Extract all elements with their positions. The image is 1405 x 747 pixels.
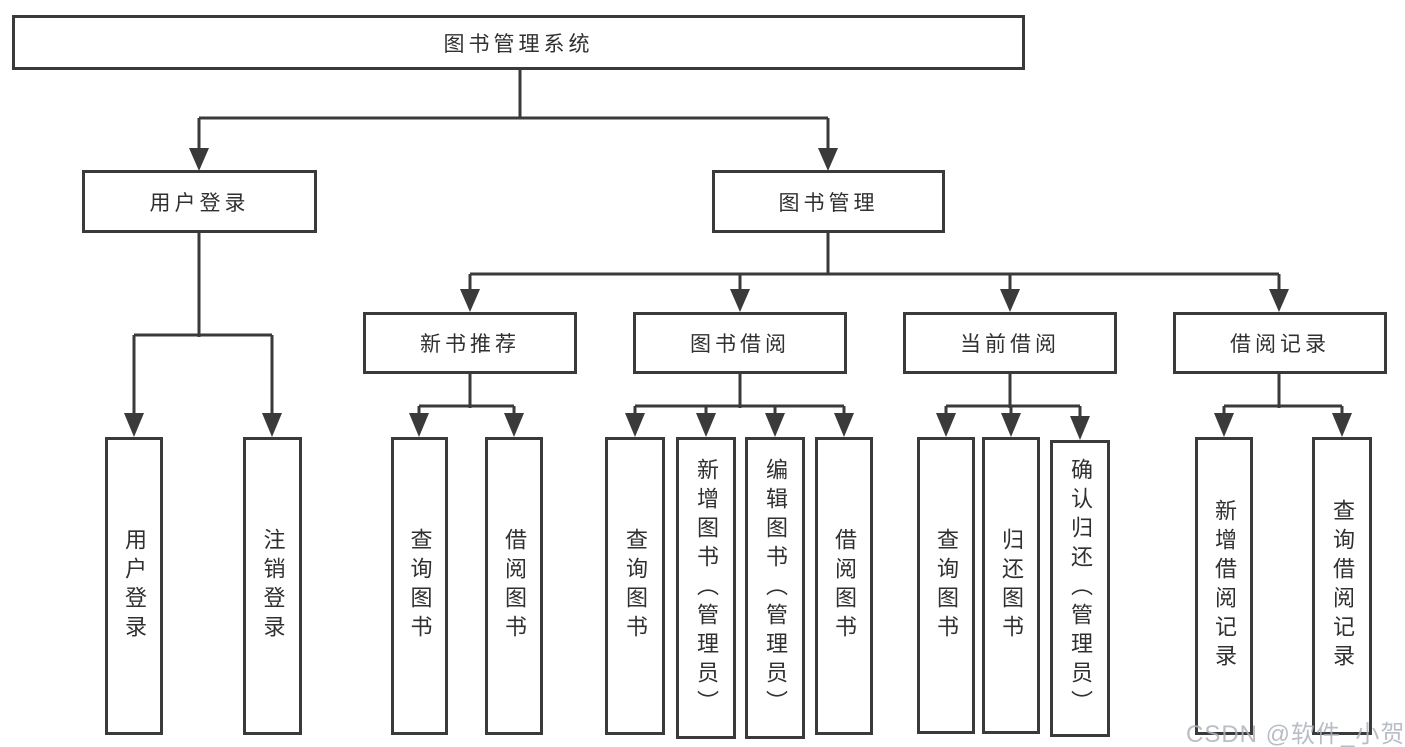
- node-new-book-recommendation: 新书推荐: [363, 312, 577, 374]
- node-user-login-leaf: 用户登录: [105, 437, 163, 735]
- node-confirm-return-admin: 确认归还（管理员）: [1050, 440, 1110, 737]
- node-library-management-system: 图书管理系统: [12, 15, 1025, 70]
- node-borrowing-records: 借阅记录: [1173, 312, 1387, 374]
- arrowheads: [124, 148, 1352, 440]
- node-book-borrowing: 图书借阅: [633, 312, 847, 374]
- node-user-login: 用户登录: [82, 170, 317, 233]
- node-return-books: 归还图书: [982, 437, 1040, 734]
- node-borrow-books-leaf: 借阅图书: [815, 437, 873, 735]
- node-book-management: 图书管理: [712, 170, 945, 233]
- node-query-books-borrow: 查询图书: [605, 437, 665, 735]
- node-logout-leaf: 注销登录: [243, 437, 302, 735]
- node-borrow-books-recommend: 借阅图书: [485, 437, 543, 735]
- csdn-watermark: CSDN @软件_小贺同学: [1186, 721, 1405, 747]
- node-query-books-recommend: 查询图书: [391, 437, 448, 735]
- node-add-books-admin: 新增图书（管理员）: [676, 437, 736, 739]
- node-query-books-current: 查询图书: [917, 437, 975, 734]
- node-edit-books-admin: 编辑图书（管理员）: [745, 437, 805, 739]
- node-add-borrow-record: 新增借阅记录: [1195, 437, 1253, 735]
- node-current-borrowing: 当前借阅: [903, 312, 1117, 374]
- node-query-borrow-record: 查询借阅记录: [1312, 437, 1372, 735]
